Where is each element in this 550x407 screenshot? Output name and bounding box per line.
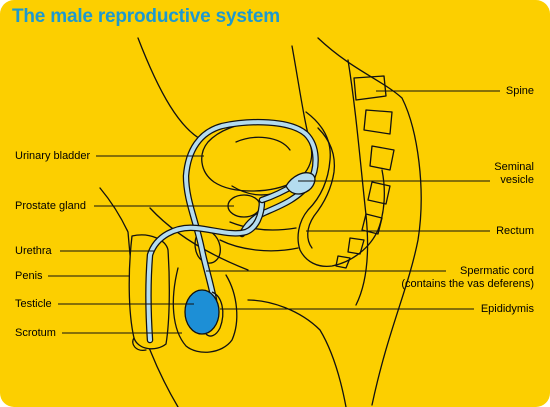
label-scrotum: Scrotum [15, 327, 56, 339]
abdomen-front-outline [137, 37, 203, 141]
label-urinary-bladder: Urinary bladder [15, 150, 91, 162]
vertebra-3 [369, 145, 395, 171]
vertebra-2 [363, 109, 393, 135]
seminal-vesicle-shape [285, 172, 316, 195]
label-spermatic-cord-line-2: (contains the vas deferens) [401, 278, 534, 290]
vertebra-5 [361, 213, 383, 235]
diagram-title: The male reproductive system [12, 6, 280, 27]
pelvic-floor-line [229, 221, 297, 231]
bladder-inner [235, 136, 291, 151]
back-outline [317, 37, 422, 406]
groin-fold [149, 207, 249, 271]
vertebra-1 [353, 75, 387, 101]
vas-deferens-tube [184, 120, 318, 302]
rectum-outer [297, 111, 385, 268]
label-prostate-gland: Prostate gland [15, 200, 86, 212]
urethra-tube [146, 198, 264, 342]
label-seminal-vesicle: Seminal vesicle [494, 161, 534, 187]
label-seminal-vesicle-line-1: Seminal [494, 161, 534, 173]
label-spermatic-cord-line-1: Spermatic cord [460, 265, 534, 277]
thigh-back-outline [247, 299, 347, 407]
label-spine: Spine [505, 85, 534, 97]
rectum-inner [307, 127, 336, 249]
vertebra-7 [335, 255, 351, 269]
vertebra-6 [347, 237, 365, 255]
testicle-shape [184, 289, 220, 335]
label-seminal-vesicle-line-2: vesicle [500, 174, 534, 186]
sacrum-line [347, 59, 369, 306]
label-penis: Penis [15, 270, 43, 282]
penis-tip [132, 337, 147, 351]
label-rectum: Rectum [496, 225, 534, 237]
label-spermatic-cord: Spermatic cord (contains the vas deferen… [401, 265, 534, 291]
epididymis-shape [205, 291, 224, 337]
label-epididymis: Epididymis [480, 303, 534, 315]
pelvic-line-2 [219, 239, 299, 252]
label-testicle: Testicle [15, 298, 52, 310]
vertebra-4 [367, 181, 391, 205]
label-urethra: Urethra [15, 245, 52, 257]
